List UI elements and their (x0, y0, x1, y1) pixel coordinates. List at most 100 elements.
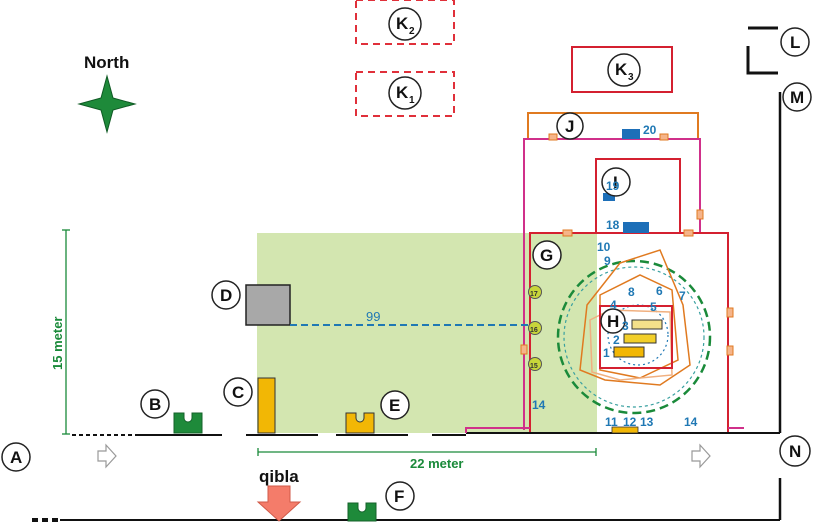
num-1: 1 (603, 346, 610, 360)
qibla-label: qibla (259, 467, 299, 486)
north-compass-icon (77, 74, 137, 134)
structure-e (345, 412, 375, 434)
door-marker (696, 209, 704, 220)
svg-text:2: 2 (409, 26, 415, 37)
direction-arrow-right (691, 443, 711, 469)
corner-wall-m (746, 46, 778, 75)
building-d (245, 284, 291, 326)
marker-f: F (385, 481, 415, 511)
front-magenta-boundary (465, 427, 530, 433)
marker-15 (528, 357, 542, 371)
room-h-outline (599, 305, 673, 369)
outer-dashed-circle (556, 259, 712, 415)
marker-16 (528, 321, 542, 335)
blue-block-20 (622, 129, 640, 139)
entrance-steps (611, 426, 639, 434)
blue-block-18 (623, 222, 649, 233)
svg-text:1: 1 (409, 95, 415, 106)
num-10: 10 (597, 240, 611, 254)
building-k3-outline (571, 46, 673, 93)
main-building-wall (523, 138, 701, 430)
step-bar-3 (631, 319, 663, 330)
num-6: 6 (656, 284, 663, 298)
dim-label-15m: 15 meter (50, 317, 65, 370)
step-bar-2 (623, 333, 657, 344)
marker-b: B (140, 389, 170, 419)
num-5: 5 (650, 300, 657, 314)
num-14-left: 14 (532, 398, 546, 412)
svg-text:K: K (615, 60, 628, 79)
num-7: 7 (679, 289, 686, 303)
num-12: 12 (623, 415, 637, 429)
marker-h: H (600, 308, 626, 334)
dim-label-22m: 22 meter (410, 456, 463, 471)
num-14-right: 14 (684, 415, 698, 429)
qibla-arrow (256, 485, 302, 522)
num-3: 3 (622, 319, 629, 333)
orange-outline-2 (599, 274, 679, 379)
door-marker (562, 229, 573, 237)
num-15: 15 (530, 363, 538, 370)
structure-b (173, 412, 203, 434)
svg-text:B: B (149, 395, 161, 414)
svg-text:N: N (789, 442, 801, 461)
marker-n: N (779, 435, 811, 467)
structure-f (347, 502, 377, 522)
svg-text:K: K (396, 83, 409, 102)
marker-e: E (380, 390, 410, 420)
orange-outline-1 (579, 249, 691, 386)
num-17: 17 (530, 291, 538, 298)
marker-l: L (780, 27, 810, 57)
svg-text:K: K (396, 14, 409, 33)
marker-c: C (223, 377, 253, 407)
svg-text:A: A (10, 448, 22, 467)
svg-text:3: 3 (628, 72, 634, 83)
num-8: 8 (628, 285, 635, 299)
marker-i: I (601, 167, 631, 197)
door-marker (659, 133, 669, 141)
direction-arrow-left (97, 443, 117, 469)
marker-j: J (556, 112, 584, 140)
door-marker (726, 307, 734, 318)
svg-text:M: M (790, 88, 804, 107)
step-bar-1 (613, 346, 645, 358)
num-2: 2 (613, 333, 620, 347)
inner-dashed-circle (563, 266, 705, 408)
marker-17 (528, 285, 542, 299)
svg-text:J: J (565, 117, 574, 136)
num-19: 19 (606, 179, 620, 193)
num-18: 18 (606, 218, 620, 232)
num-4: 4 (610, 298, 617, 312)
svg-text:H: H (607, 312, 619, 331)
svg-text:L: L (790, 33, 800, 52)
num-9: 9 (604, 254, 611, 268)
svg-text:F: F (394, 487, 404, 506)
door-marker (726, 345, 734, 356)
north-label: North (84, 53, 129, 72)
marker-m: M (782, 82, 812, 112)
svg-text:C: C (232, 383, 244, 402)
num-16: 16 (530, 327, 538, 334)
svg-text:G: G (540, 246, 553, 265)
structure-c (257, 377, 276, 434)
svg-text:D: D (220, 286, 232, 305)
svg-text:I: I (613, 173, 618, 192)
marker-a: A (1, 442, 31, 472)
num-11: 11 (605, 415, 618, 429)
num-20: 20 (643, 123, 657, 137)
door-marker (548, 133, 558, 141)
building-k1-outline (355, 71, 455, 117)
door-marker (683, 229, 694, 237)
marker-g: G (532, 240, 562, 270)
marker-d: D (211, 280, 241, 310)
svg-text:E: E (389, 396, 400, 415)
building-k2-outline (355, 0, 455, 45)
blue-block-19 (603, 193, 615, 201)
door-marker (520, 344, 528, 355)
line-99-label: 99 (366, 309, 380, 324)
num-13: 13 (640, 415, 654, 429)
